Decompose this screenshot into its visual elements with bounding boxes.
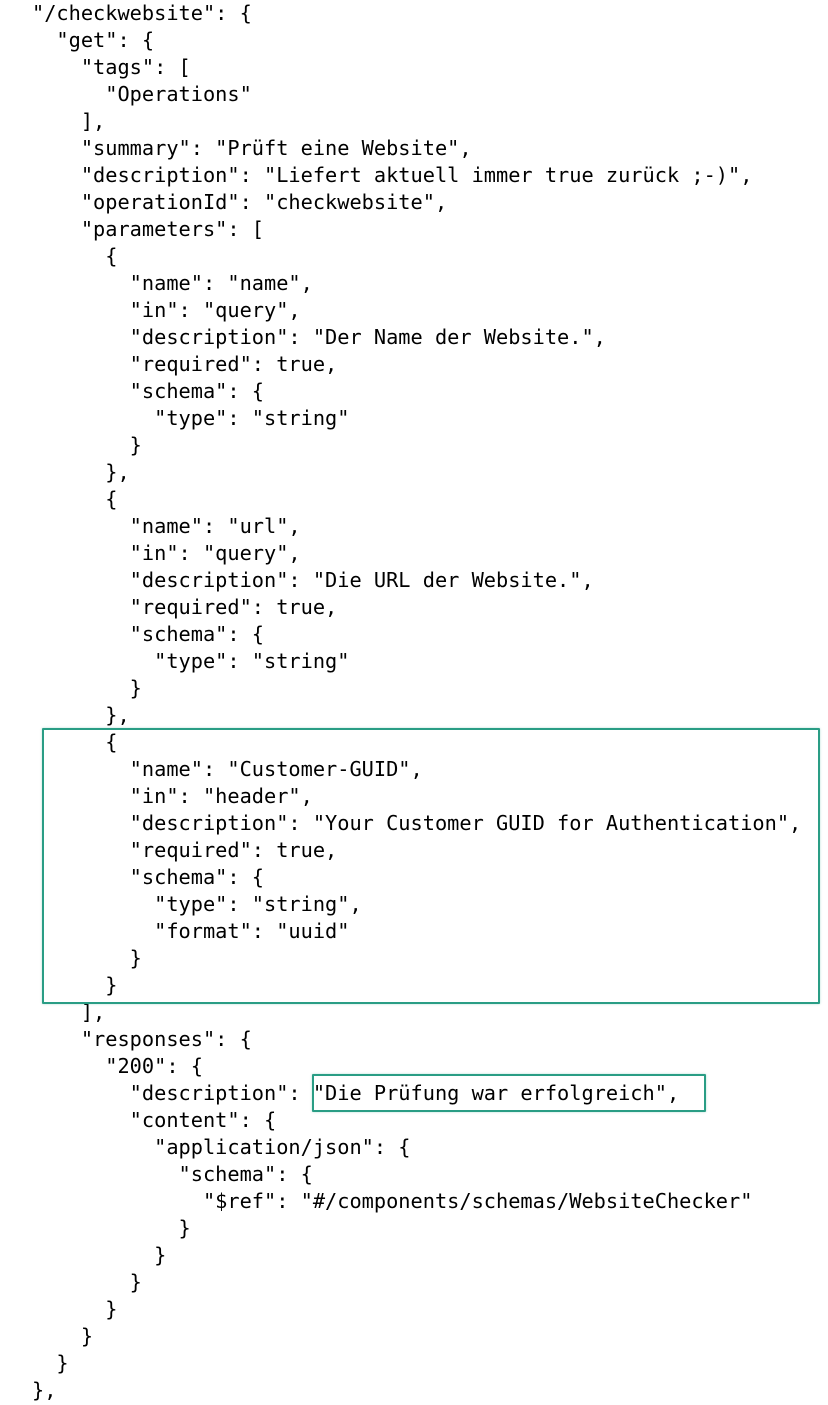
- code-line: }: [32, 973, 118, 997]
- code-line: }: [32, 1270, 142, 1294]
- code-line: "content": {: [32, 1108, 277, 1132]
- code-line: "in": "query",: [32, 298, 301, 322]
- code-line: {: [32, 244, 118, 268]
- code-line: "in": "query",: [32, 541, 301, 565]
- code-line: },: [32, 703, 130, 727]
- code-line: "schema": {: [32, 865, 264, 889]
- code-line: "summary": "Prüft eine Website",: [32, 136, 472, 160]
- code-line: }: [32, 946, 142, 970]
- code-line: "operationId": "checkwebsite",: [32, 190, 448, 214]
- code-line: "name": "url",: [32, 514, 301, 538]
- code-line: }: [32, 1351, 69, 1375]
- code-line: "type": "string": [32, 649, 350, 673]
- code-line: "type": "string",: [32, 892, 362, 916]
- code-line: }: [32, 433, 142, 457]
- response-description-highlight: [312, 1074, 706, 1112]
- code-line: }: [32, 1324, 94, 1348]
- code-line: "description": "Der Name der Website.",: [32, 325, 606, 349]
- code-line: "required": true,: [32, 595, 338, 619]
- code-line: "type": "string": [32, 406, 350, 430]
- code-line: }: [32, 676, 142, 700]
- code-line: }: [32, 1297, 118, 1321]
- code-line: "description": "Die Prüfung war erfolgre…: [32, 1081, 680, 1105]
- code-line: "responses": {: [32, 1027, 252, 1051]
- code-line: "name": "name",: [32, 271, 313, 295]
- code-line: "200": {: [32, 1054, 203, 1078]
- code-line: "$ref": "#/components/schemas/WebsiteChe…: [32, 1189, 753, 1213]
- code-line: "name": "Customer-GUID",: [32, 757, 423, 781]
- code-line: },: [32, 460, 130, 484]
- code-line: "format": "uuid": [32, 919, 350, 943]
- code-line: "parameters": [: [32, 217, 264, 241]
- code-line: "description": "Liefert aktuell immer tr…: [32, 163, 753, 187]
- code-line: "required": true,: [32, 838, 338, 862]
- code-line: },: [32, 1378, 57, 1402]
- code-line: "required": true,: [32, 352, 338, 376]
- code-line: "schema": {: [32, 1162, 313, 1186]
- code-line: "tags": [: [32, 55, 191, 79]
- code-line: "Operations": [32, 82, 252, 106]
- code-line: }: [32, 1216, 191, 1240]
- code-line: {: [32, 730, 118, 754]
- code-line: "description": "Die URL der Website.",: [32, 568, 594, 592]
- code-line: "schema": {: [32, 379, 264, 403]
- json-code-block: "/checkwebsite": { "get": { "tags": [ "O…: [32, 0, 801, 1404]
- code-line: "/checkwebsite": {: [32, 1, 252, 25]
- code-line: ],: [32, 1000, 106, 1024]
- code-line: "get": {: [32, 28, 155, 52]
- customer-guid-parameter-highlight: [42, 728, 820, 1004]
- code-line: "application/json": {: [32, 1135, 411, 1159]
- code-line: "schema": {: [32, 622, 264, 646]
- code-line: ],: [32, 109, 106, 133]
- code-line: "in": "header",: [32, 784, 313, 808]
- code-line: {: [32, 487, 118, 511]
- code-line: "description": "Your Customer GUID for A…: [32, 811, 802, 835]
- code-line: }: [32, 1243, 167, 1267]
